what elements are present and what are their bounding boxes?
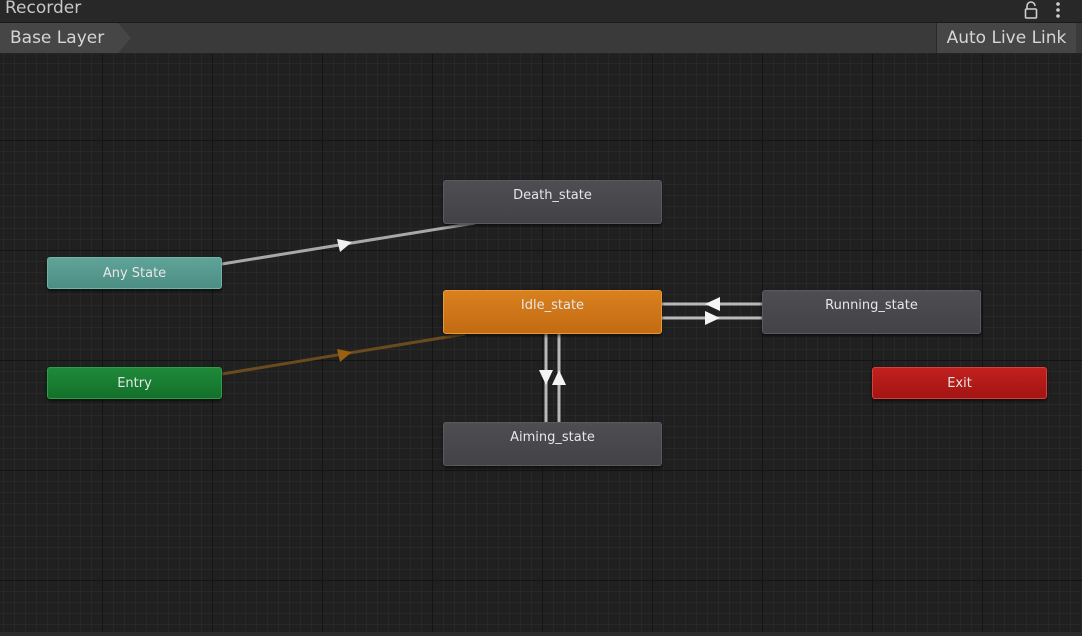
window-title: Recorder	[5, 0, 82, 18]
transition-arrow-aiming-to-idle	[552, 370, 566, 385]
transition-arrow-idle-to-aiming	[539, 370, 553, 385]
more-vertical-icon[interactable]	[1050, 0, 1066, 20]
state-node-label: Entry	[117, 376, 152, 391]
any-state-node[interactable]: Any State	[47, 257, 222, 289]
state-node-label: Idle_state	[520, 298, 585, 313]
lock-icon[interactable]	[1023, 1, 1039, 19]
bottom-strip	[0, 632, 1082, 636]
transition-arrow-entry-to-idle	[337, 349, 352, 362]
breadcrumb-arrow	[118, 23, 131, 53]
state-node-running[interactable]: Running_state	[762, 290, 981, 334]
entry-node[interactable]: Entry	[47, 367, 222, 399]
state-node-label: Exit	[947, 376, 972, 391]
state-node-label: Aiming_state	[510, 430, 595, 445]
transition-arrow-idle-to-running	[705, 311, 720, 325]
state-node-label: Any State	[102, 266, 167, 281]
transition-arrow-running-to-idle	[705, 297, 720, 311]
breadcrumb-base-layer[interactable]: Base Layer	[0, 23, 118, 53]
state-node-label: Running_state	[825, 298, 918, 313]
state-node-death[interactable]: Death_state	[443, 180, 662, 224]
exit-node[interactable]: Exit	[872, 367, 1047, 399]
state-machine-graph[interactable]	[0, 54, 1082, 632]
state-node-idle[interactable]: Idle_state	[443, 290, 662, 334]
animator-toolbar: Base Layer Auto Live Link	[0, 23, 1082, 54]
auto-live-link-button[interactable]: Auto Live Link	[936, 23, 1076, 53]
state-node-aiming[interactable]: Aiming_state	[443, 422, 662, 466]
state-node-label: Death_state	[513, 188, 592, 203]
transition-arrow-any-to-death	[337, 239, 352, 252]
window-titlebar: Recorder	[0, 0, 1082, 23]
